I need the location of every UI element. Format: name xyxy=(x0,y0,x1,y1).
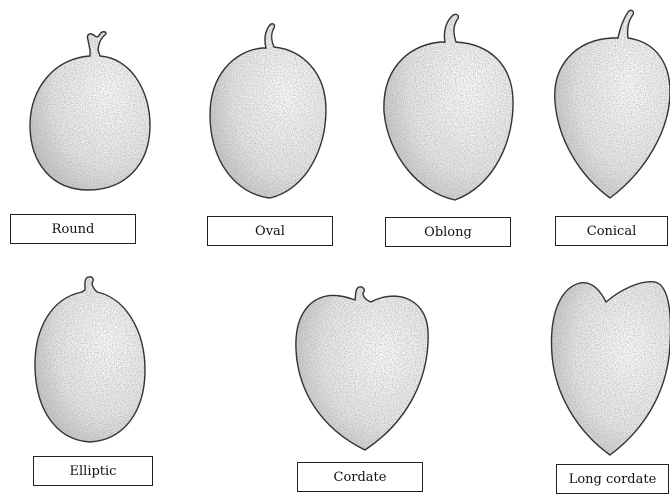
round-fruit xyxy=(30,32,150,190)
oblong-fruit xyxy=(384,14,513,200)
cordate-label: Cordate xyxy=(297,462,423,492)
oblong-label: Oblong xyxy=(385,217,511,247)
long-cordate-label: Long cordate xyxy=(556,464,669,494)
oval-fruit xyxy=(210,24,326,198)
round-label: Round xyxy=(10,214,136,244)
conical-fruit xyxy=(555,10,670,198)
oval-label: Oval xyxy=(207,216,333,246)
cordate-fruit xyxy=(296,287,428,450)
elliptic-label: Elliptic xyxy=(33,456,153,486)
long-cordate-fruit xyxy=(552,282,670,455)
conical-label: Conical xyxy=(555,216,668,246)
elliptic-fruit xyxy=(35,277,145,442)
